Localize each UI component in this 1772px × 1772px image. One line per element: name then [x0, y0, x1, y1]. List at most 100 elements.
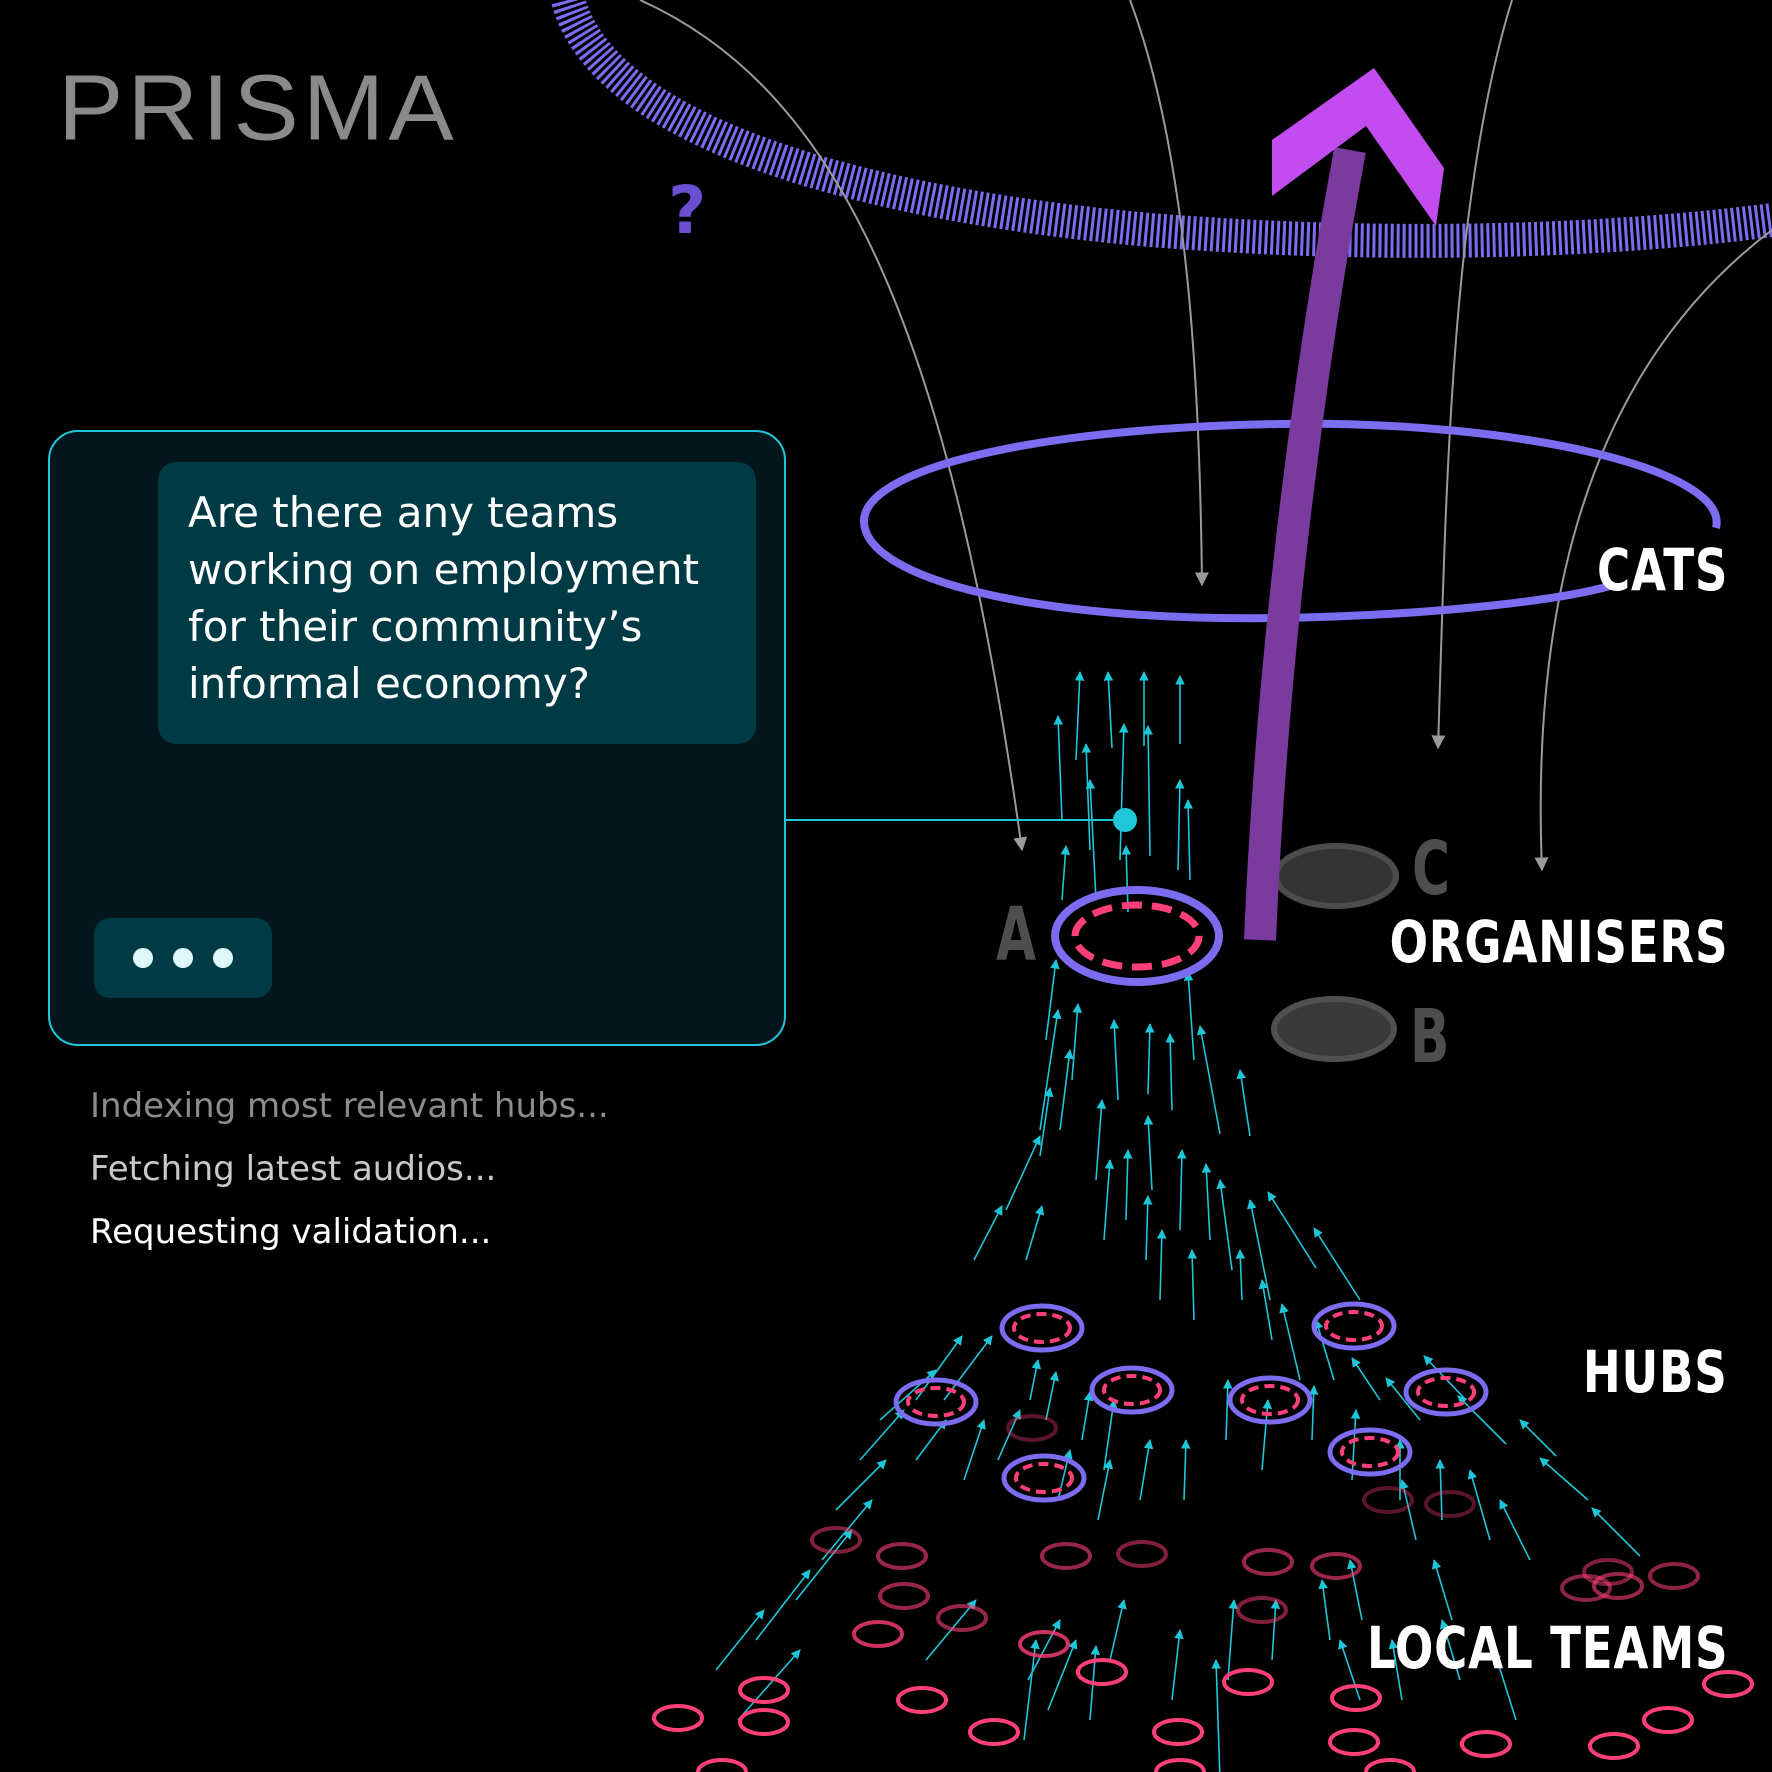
hub-ring [999, 1303, 1085, 1353]
local-team-ring [1222, 1668, 1274, 1696]
layer-label-hubs: HUBS [1583, 1338, 1728, 1406]
hub-ring-inner [1014, 1462, 1074, 1494]
local-team-ring [1328, 1728, 1380, 1756]
signal-arrow [1196, 1025, 1221, 1135]
signal-arrow [1399, 1479, 1417, 1541]
hub-ring [893, 1377, 979, 1427]
signal-arrow [1005, 1135, 1041, 1211]
signal-arrow [1308, 1385, 1319, 1441]
status-message: Fetching latest audios... [90, 1149, 497, 1189]
signal-arrow [1122, 1149, 1133, 1221]
local-team-ring [1648, 1562, 1700, 1590]
signal-arrow [1103, 671, 1114, 749]
node-label-c: C [1412, 826, 1451, 912]
signal-arrow [1156, 1229, 1167, 1301]
signal-arrow [1211, 1659, 1222, 1772]
signal-arrow [915, 1419, 947, 1461]
cats-ring [859, 419, 1721, 623]
signal-arrow [1085, 779, 1097, 901]
signal-arrow [795, 1529, 853, 1601]
typing-dot [173, 948, 193, 968]
local-team-ring [1152, 1718, 1204, 1746]
signal-arrow [1139, 1439, 1154, 1501]
local-team-ring [1588, 1732, 1640, 1760]
hub-ring [1089, 1365, 1175, 1415]
local-team-ring [1236, 1596, 1288, 1624]
typing-indicator [94, 918, 272, 998]
local-team-ring [1040, 1542, 1092, 1570]
local-team-ring [1642, 1706, 1694, 1734]
signal-arrow [1142, 1195, 1153, 1261]
typing-dot [213, 948, 233, 968]
local-team-ring [1018, 1630, 1070, 1658]
hub-ring-inner [1416, 1376, 1476, 1408]
signal-arrow [1183, 799, 1194, 881]
signal-arrow [1519, 1419, 1557, 1457]
signal-arrow [1236, 1069, 1251, 1137]
organiser-node-a [1051, 886, 1223, 986]
question-bubble: Are there any teams working on employmen… [158, 462, 756, 744]
signal-arrow [835, 1459, 887, 1511]
signal-arrow [1053, 715, 1064, 821]
signal-arrow [1071, 1003, 1083, 1081]
signal-arrow [1109, 1019, 1120, 1101]
signal-arrow [1059, 1049, 1074, 1131]
signal-arrow [1222, 1379, 1233, 1441]
local-team-ring [696, 1758, 748, 1772]
hub-ring [1001, 1453, 1087, 1503]
query-dot [1113, 808, 1137, 832]
signal-arrow [1103, 1159, 1115, 1241]
signal-arrow [1183, 971, 1195, 1061]
hub-ring [1311, 1301, 1397, 1351]
signal-arrow [1435, 1459, 1446, 1521]
signal-arrow [1144, 1023, 1155, 1095]
layer-label-local-teams: LOCAL TEAMS [1366, 1614, 1728, 1682]
local-team-ring [876, 1542, 928, 1570]
signal-arrow [1081, 1391, 1094, 1441]
connector-arrow [1431, 0, 1513, 750]
local-team-ring [652, 1704, 704, 1732]
hub-ring [1403, 1367, 1489, 1417]
signal-arrow [1439, 1619, 1461, 1681]
local-team-ring [1076, 1658, 1128, 1686]
signal-arrow [1121, 845, 1132, 913]
signal-arrow [1025, 1205, 1045, 1261]
local-team-ring [1460, 1730, 1512, 1758]
signal-arrow [1029, 1359, 1042, 1401]
question-mark: ? [668, 172, 707, 249]
signal-arrow [1039, 1087, 1054, 1157]
signal-arrow [1045, 1371, 1059, 1421]
local-team-ring [810, 1526, 862, 1554]
hub-ring-inner [1240, 1384, 1300, 1416]
signal-arrow [1047, 1639, 1078, 1711]
signal-arrow [1492, 1649, 1517, 1721]
hub-ring-inner [906, 1386, 966, 1418]
signal-arrow [1027, 1619, 1061, 1681]
hub-ring-inner [1012, 1312, 1072, 1344]
signal-arrow [737, 1649, 801, 1721]
signal-arrow [1143, 725, 1153, 857]
signal-arrow [1351, 1357, 1381, 1401]
signal-arrow [1118, 723, 1129, 861]
hub-ring-inner [1324, 1310, 1384, 1342]
signal-arrow [1267, 1191, 1317, 1269]
signal-arrow [1097, 1459, 1114, 1521]
hub-ring [1327, 1427, 1413, 1477]
signal-arrow [1235, 1249, 1246, 1301]
layer-label-organisers: ORGANISERS [1389, 908, 1728, 976]
signal-arrow [1388, 1639, 1403, 1701]
signal-arrow [1175, 779, 1185, 871]
prisma-logo: PRISMA [58, 54, 458, 160]
signal-arrow [1431, 1559, 1453, 1621]
signal-arrow [1539, 1457, 1589, 1501]
hub-rings [893, 1301, 1489, 1503]
node-label-b: B [1410, 994, 1450, 1080]
signal-arrow [1499, 1499, 1531, 1561]
local-team-ring [1154, 1758, 1206, 1772]
signal-arrow [1143, 1115, 1154, 1191]
local-team-ring [1362, 1486, 1414, 1514]
connector-arrow [1534, 229, 1772, 872]
local-team-rings [652, 1414, 1754, 1772]
